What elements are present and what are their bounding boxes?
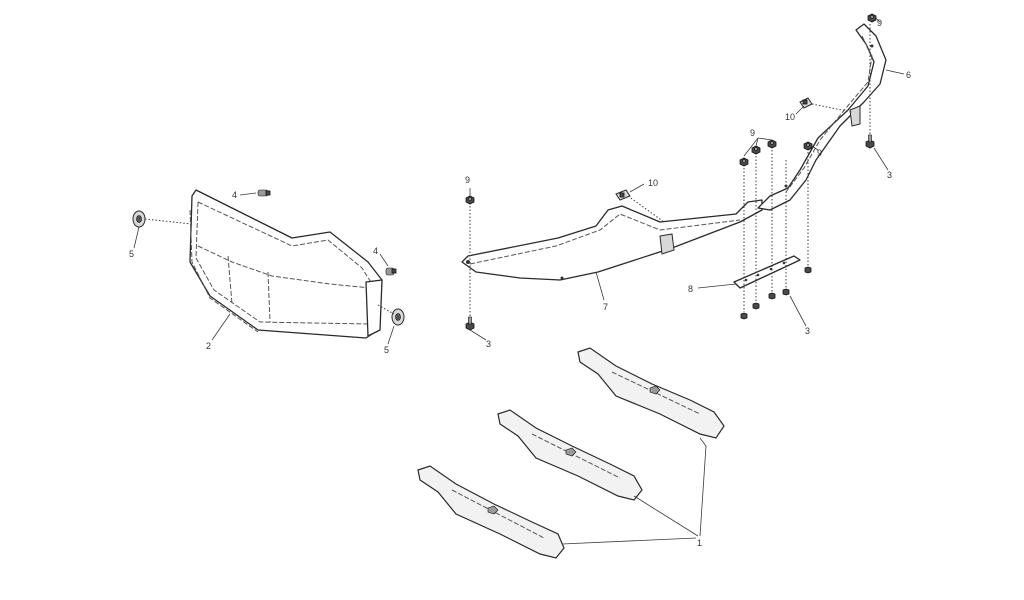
callout-9-left: 9 (465, 175, 470, 185)
deflector-shield (189, 189, 383, 339)
carriage-bolt-4-upper (257, 189, 271, 197)
spacer-washer-5-left (132, 210, 146, 228)
washer-alignment-line-right (377, 304, 395, 315)
callout-9-cluster: 9 (750, 128, 755, 138)
mower-blade-middle (497, 409, 643, 501)
callout-numbers: 1 2 3 3 3 4 4 5 5 6 7 8 9 9 9 9 10 10 (129, 18, 911, 548)
backing-plate (733, 255, 801, 289)
mower-blade-top (577, 347, 725, 439)
spacer-washer-5-right (391, 308, 405, 326)
callout-2: 2 (206, 341, 211, 351)
callout-5-right: 5 (384, 345, 389, 355)
callout-6: 6 (906, 70, 911, 80)
bolts-3 (465, 134, 875, 331)
callout-3-bottom: 3 (805, 326, 810, 336)
callout-5-left: 5 (129, 249, 134, 259)
clip-nut-10-upper (799, 97, 813, 109)
washer-alignment-line-left (144, 218, 193, 225)
callout-8: 8 (688, 284, 693, 294)
callout-10-upper: 10 (785, 112, 795, 122)
callout-4-upper: 4 (232, 190, 237, 200)
leader-lines (133, 17, 905, 545)
callout-10-lower: 10 (648, 178, 658, 188)
carriage-bolt-4-lower (385, 267, 397, 276)
callout-1: 1 (697, 538, 702, 548)
callout-7: 7 (603, 302, 608, 312)
callout-3-left: 3 (486, 339, 491, 349)
callout-3-right: 3 (887, 170, 892, 180)
clip-nut-10-lower (615, 189, 631, 201)
callout-9-right: 9 (817, 148, 822, 158)
callout-9-top: 9 (877, 18, 882, 28)
mower-blade-bottom (417, 465, 565, 559)
callout-4-lower: 4 (373, 246, 378, 256)
alignment-lines (469, 24, 871, 318)
flange-nuts-9 (465, 13, 877, 205)
baffle-long (461, 199, 763, 281)
baffle-short (757, 23, 887, 211)
